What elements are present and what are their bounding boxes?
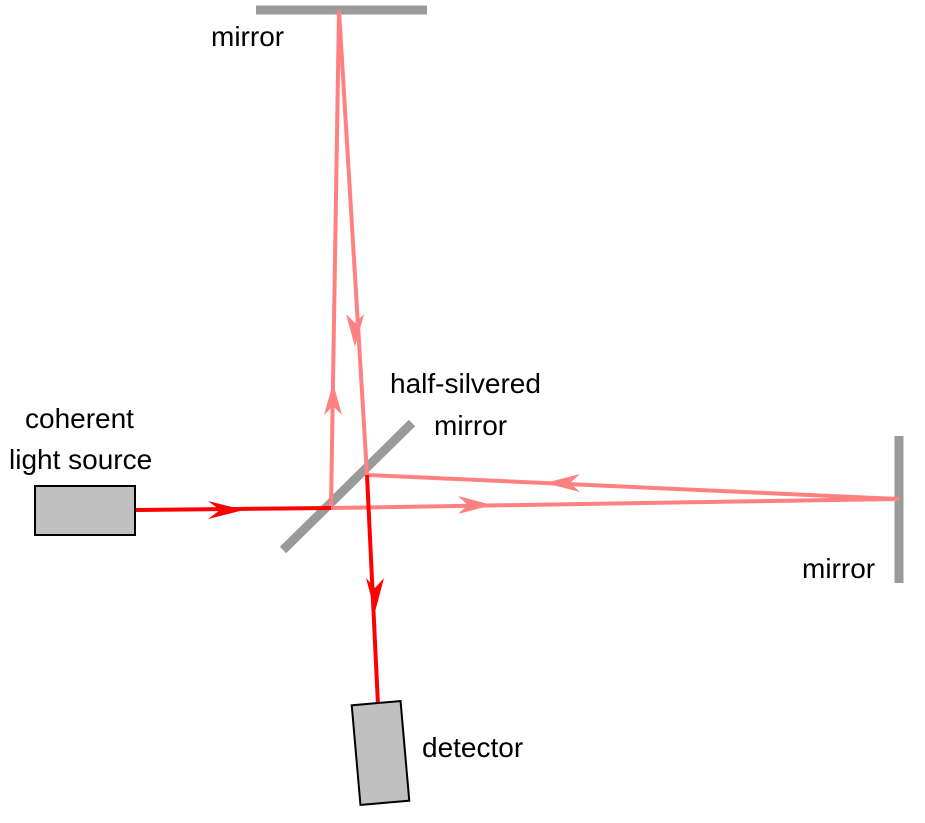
light-source-label-line1: coherent [25,403,134,434]
arrow-detector-beam [366,578,384,612]
coherent-light-source [34,485,136,536]
detector-label: detector [422,732,523,763]
detector [350,699,411,807]
top-mirror-label: mirror [211,21,284,52]
half-silvered-label-line2: mirror [434,410,507,441]
faint-beams [329,9,900,510]
half-silvered-mirror [279,419,416,554]
arrow-down-beam [346,314,364,347]
half-silvered-label-line1: half-silvered [390,368,541,399]
beam-right-to-right-mirror [330,497,900,510]
arrow-up-beam [324,383,342,415]
right-mirror-label: mirror [802,553,875,584]
arrow-source-beam [208,501,244,519]
light-source-label-line2: light source [9,444,152,475]
beam-down-from-top-mirror [337,9,369,476]
arrow-right-beam [458,496,492,514]
beam-left-from-right-mirror [366,473,900,501]
beam-up-to-top-mirror [329,9,341,509]
arrow-left-beam [545,474,580,492]
